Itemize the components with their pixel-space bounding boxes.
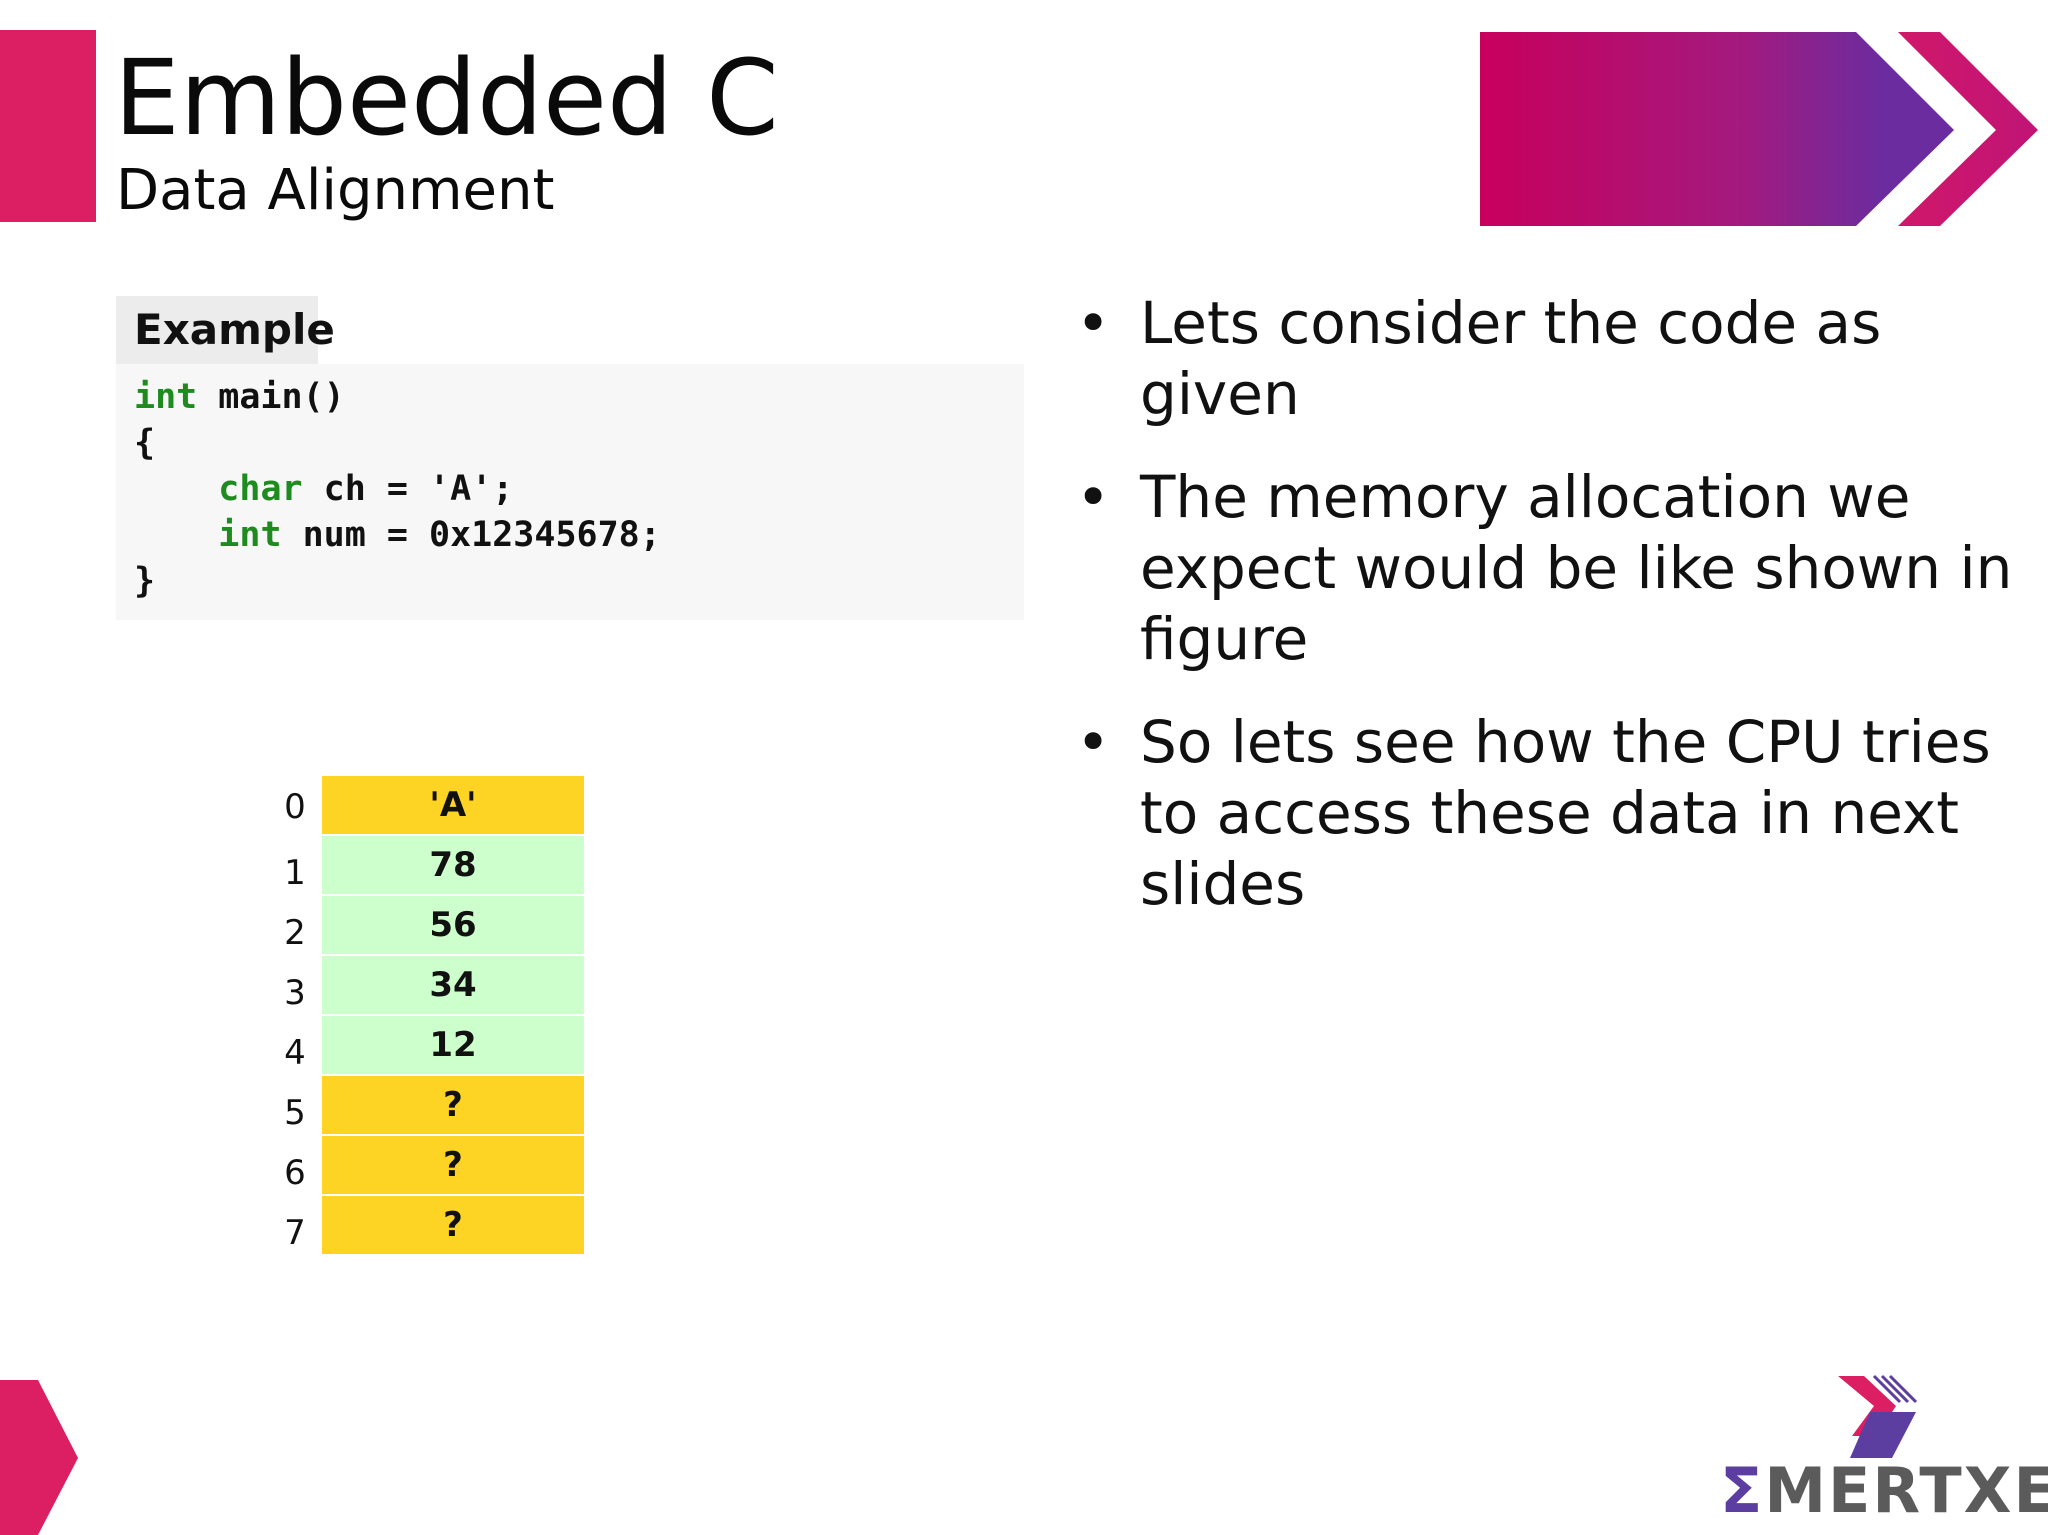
bullet-text: Lets consider the code as given <box>1140 289 1882 428</box>
bullet-dot-icon: • <box>1076 463 1111 531</box>
bullet-text: The memory allocation we expect would be… <box>1140 463 2013 673</box>
bullet-list: • Lets consider the code as given • The mem… <box>1076 288 2016 952</box>
code-keyword: int <box>218 515 282 555</box>
bullet-item: • So lets see how the CPU tries to access… <box>1076 707 2016 920</box>
bullet-dot-icon: • <box>1076 289 1111 357</box>
example-tab: Example <box>116 296 335 364</box>
bullet-item: • Lets consider the code as given <box>1076 288 2016 430</box>
memory-cell: 34 <box>322 956 584 1014</box>
memory-cell: 'A' <box>322 776 584 834</box>
code-text: { <box>134 423 156 463</box>
logo-sigma: Σ <box>1720 1454 1765 1527</box>
bullet-text: So lets see how the CPU tries to access … <box>1140 708 1991 918</box>
memory-address: 0 <box>284 787 306 827</box>
memory-address: 4 <box>284 1033 306 1073</box>
slide-subtitle: Data Alignment <box>116 158 555 223</box>
memory-address: 1 <box>284 853 306 893</box>
title-accent-bar <box>0 30 96 222</box>
memory-cell: 12 <box>322 1016 584 1074</box>
code-text <box>134 469 218 509</box>
slide-title: Embedded C <box>114 37 779 159</box>
memory-address: 2 <box>284 913 306 953</box>
bullet-item: • The memory allocation we expect would b… <box>1076 462 2016 675</box>
header-chevron-graphic <box>1480 32 2038 226</box>
code-text: main() <box>197 377 345 417</box>
memory-cell: 78 <box>322 836 584 894</box>
code-line: { <box>134 420 155 466</box>
logo-mark-icon <box>1838 1374 1918 1458</box>
memory-cell: ? <box>322 1196 584 1254</box>
code-block: int main(){ char ch = 'A'; int num = 0x1… <box>116 364 1024 620</box>
memory-cell: ? <box>322 1076 584 1134</box>
memory-cell: 56 <box>322 896 584 954</box>
code-keyword: char <box>218 469 303 509</box>
code-text: num = 0x12345678; <box>281 515 661 555</box>
code-text: } <box>134 561 156 601</box>
footer-arrow-graphic <box>0 1380 78 1535</box>
memory-address: 7 <box>284 1213 306 1253</box>
code-text: ch = 'A'; <box>302 469 514 509</box>
code-keyword: int <box>134 377 198 417</box>
memory-address: 5 <box>284 1093 306 1133</box>
logo-wordmark: MERTXE <box>1764 1454 2048 1527</box>
memory-address: 6 <box>284 1153 306 1193</box>
memory-address: 3 <box>284 973 306 1013</box>
code-line: char ch = 'A'; <box>134 466 513 512</box>
code-line: int num = 0x12345678; <box>134 512 661 558</box>
memory-cell: ? <box>322 1136 584 1194</box>
bullet-dot-icon: • <box>1076 708 1111 776</box>
code-line: int main() <box>134 374 345 420</box>
code-text <box>134 515 218 555</box>
code-line: } <box>134 558 155 604</box>
company-logo: ΣMERTXE <box>1720 1456 2048 1526</box>
